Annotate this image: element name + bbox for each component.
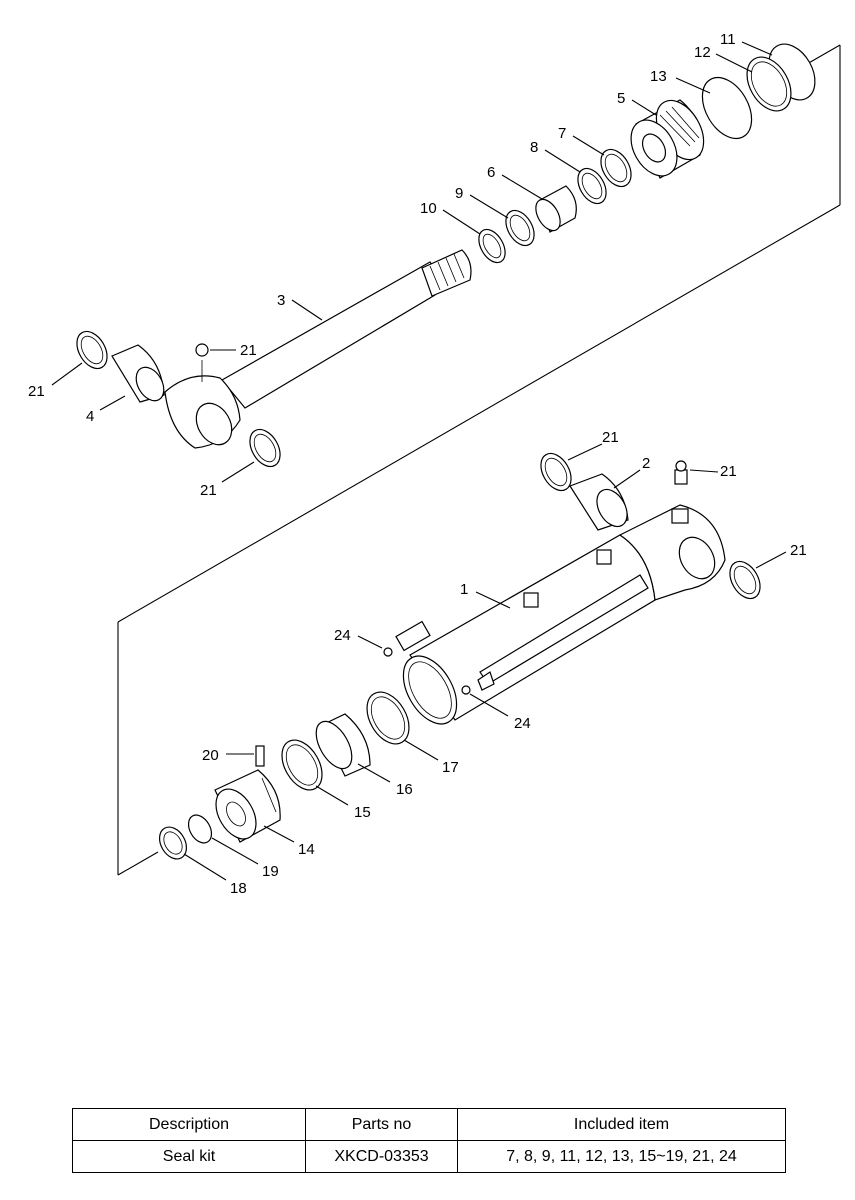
label-part-24-a: 24	[334, 627, 351, 644]
part-1-cylinder-tube	[395, 504, 726, 725]
frame-lines	[117, 44, 841, 876]
label-part-16: 16	[396, 781, 413, 798]
part-7-ring	[600, 148, 632, 188]
part-22-grease-nipple	[674, 460, 688, 485]
table-row: Seal kit XKCD-03353 7, 8, 9, 11, 12, 13,…	[72, 1140, 786, 1173]
part-13-o-ring	[701, 76, 753, 140]
part-21-seal-lower-right	[729, 560, 761, 600]
leader-lines	[51, 41, 787, 881]
part-19-o-ring	[187, 814, 213, 844]
label-part-14: 14	[298, 841, 315, 858]
part-5-gland	[630, 99, 705, 179]
part-3-piston-rod	[164, 249, 472, 449]
cell-description: Seal kit	[72, 1140, 306, 1173]
label-part-18: 18	[230, 880, 247, 897]
label-part-20: 20	[202, 747, 219, 764]
part-24-small-o-rings	[383, 647, 471, 695]
label-part-6: 6	[487, 164, 495, 181]
header-included-item: Included item	[457, 1108, 786, 1141]
label-part-4: 4	[86, 408, 94, 425]
label-part-15: 15	[354, 804, 371, 821]
label-part-11: 11	[720, 31, 736, 48]
part-18-ring	[158, 826, 188, 860]
label-part-1: 1	[460, 581, 468, 598]
label-part-12: 12	[694, 44, 711, 61]
label-part-22: 21	[720, 463, 737, 480]
label-part-3: 3	[277, 292, 285, 309]
label-part-8: 8	[530, 139, 538, 156]
label-part-17: 17	[442, 759, 459, 776]
table-header-row: Description Parts no Included item	[72, 1108, 786, 1141]
part-10-ring	[478, 228, 506, 264]
part-6-bushing	[535, 185, 577, 233]
cell-included-item: 7, 8, 9, 11, 12, 13, 15~19, 21, 24	[457, 1140, 786, 1173]
part-17-ring	[366, 691, 410, 745]
part-14-piston	[214, 769, 281, 843]
label-part-21-b: 21	[200, 482, 217, 499]
part-21-seal-upper-left	[76, 330, 108, 370]
label-part-21-c: 21	[602, 429, 619, 446]
label-part-21-a: 21	[28, 383, 45, 400]
part-number-labels: 11 12 13 5 7 8 6 9 10 3 21 21 4 21 21 2 …	[28, 31, 807, 897]
part-21-seal-lower-left	[540, 452, 572, 492]
label-part-24-b: 24	[514, 715, 531, 732]
label-part-21-d: 21	[790, 542, 807, 559]
part-8-ring	[577, 167, 607, 205]
label-part-5: 5	[617, 90, 625, 107]
part-4-bushing	[111, 344, 165, 403]
label-part-7: 7	[558, 125, 566, 142]
label-part-19: 19	[262, 863, 279, 880]
label-part-2: 2	[642, 455, 650, 472]
label-part-10: 10	[420, 200, 437, 217]
part-12-seal	[746, 56, 792, 112]
seal-kit-table: Description Parts no Included item Seal …	[72, 1108, 786, 1173]
part-16-seal	[315, 713, 371, 777]
header-description: Description	[72, 1108, 306, 1141]
part-20-set-screw	[255, 745, 265, 767]
label-part-23: 21	[240, 342, 257, 359]
part-2-bushing	[569, 473, 629, 531]
label-part-13: 13	[650, 68, 667, 85]
part-15-ring	[281, 739, 323, 791]
part-9-ring	[505, 209, 535, 247]
part-21-seal-upper-right	[249, 428, 281, 468]
header-parts-no: Parts no	[305, 1108, 458, 1141]
cell-parts-no: XKCD-03353	[305, 1140, 458, 1173]
label-part-9: 9	[455, 185, 463, 202]
